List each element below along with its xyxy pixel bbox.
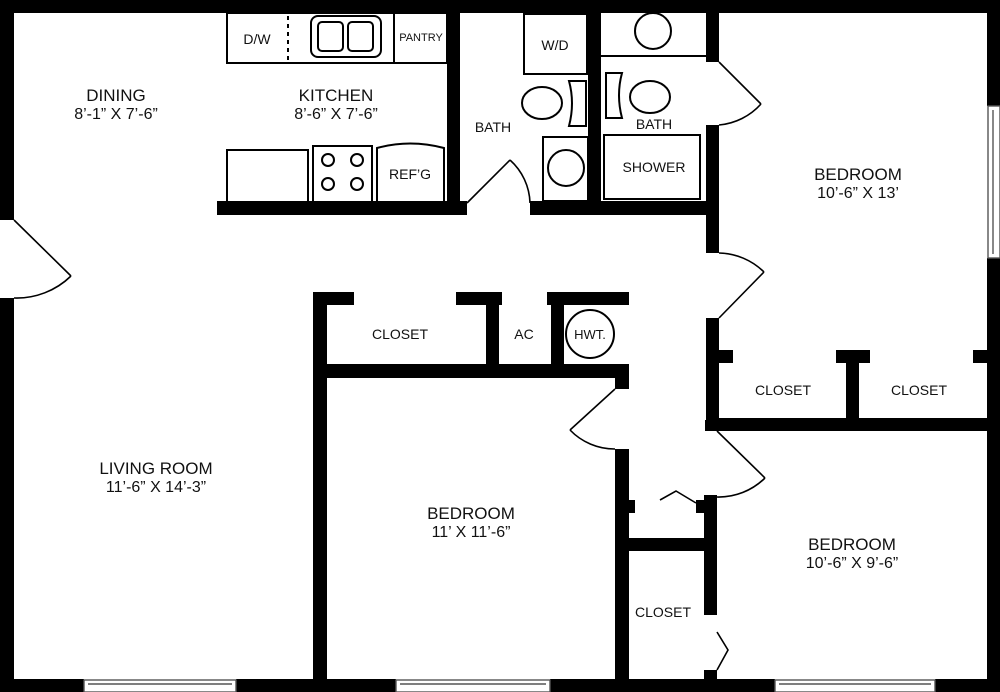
door-swings: [13, 61, 766, 671]
label-washer-dryer: W/D: [541, 37, 569, 53]
room-label-bedroom-southeast: BEDROOM 10’-6” X 9’-6”: [806, 535, 898, 574]
label-hwt: HWT.: [574, 327, 606, 342]
label-dishwasher: D/W: [243, 31, 271, 47]
room-label-living-room: LIVING ROOM 11’-6” X 14’-3”: [99, 459, 212, 498]
label-closet-master-right: CLOSET: [890, 382, 948, 398]
room-label-bedroom-center: BEDROOM 11’ X 11’-6”: [427, 504, 515, 543]
label-shower: SHOWER: [622, 159, 686, 175]
label-closet-hall: CLOSET: [371, 326, 429, 342]
room-dimensions: 8’-6” X 7’-6”: [294, 106, 378, 124]
room-dimensions: 11’ X 11’-6”: [431, 524, 511, 542]
room-name: BEDROOM: [427, 504, 515, 523]
room-name: LIVING ROOM: [99, 459, 213, 478]
room-label-dining: DINING 8’-1” X 7’-6”: [74, 86, 158, 125]
room-label-kitchen: KITCHEN 8’-6” X 7’-6”: [294, 86, 378, 125]
room-name: BEDROOM: [814, 165, 902, 184]
label-refrigerator: REF’G: [389, 166, 431, 182]
label-bath-right: BATH: [635, 116, 673, 132]
label-bath-left: BATH: [474, 119, 512, 135]
room-dimensions: 10’-6” X 13’: [817, 185, 899, 203]
label-ac: AC: [514, 326, 534, 342]
room-name: DINING: [86, 86, 146, 105]
room-name: BEDROOM: [808, 535, 896, 554]
fixtures: [226, 12, 706, 359]
label-closet-southeast: CLOSET: [634, 604, 692, 620]
room-name: KITCHEN: [298, 86, 374, 105]
room-dimensions: 11’-6” X 14’-3”: [105, 479, 207, 497]
label-pantry: PANTRY: [399, 32, 443, 44]
room-dimensions: 10’-6” X 9’-6”: [805, 555, 899, 573]
room-dimensions: 8’-1” X 7’-6”: [74, 106, 158, 124]
room-label-bedroom-master: BEDROOM 10’-6” X 13’: [814, 165, 902, 204]
label-closet-master-left: CLOSET: [754, 382, 812, 398]
windows: [83, 105, 1000, 692]
